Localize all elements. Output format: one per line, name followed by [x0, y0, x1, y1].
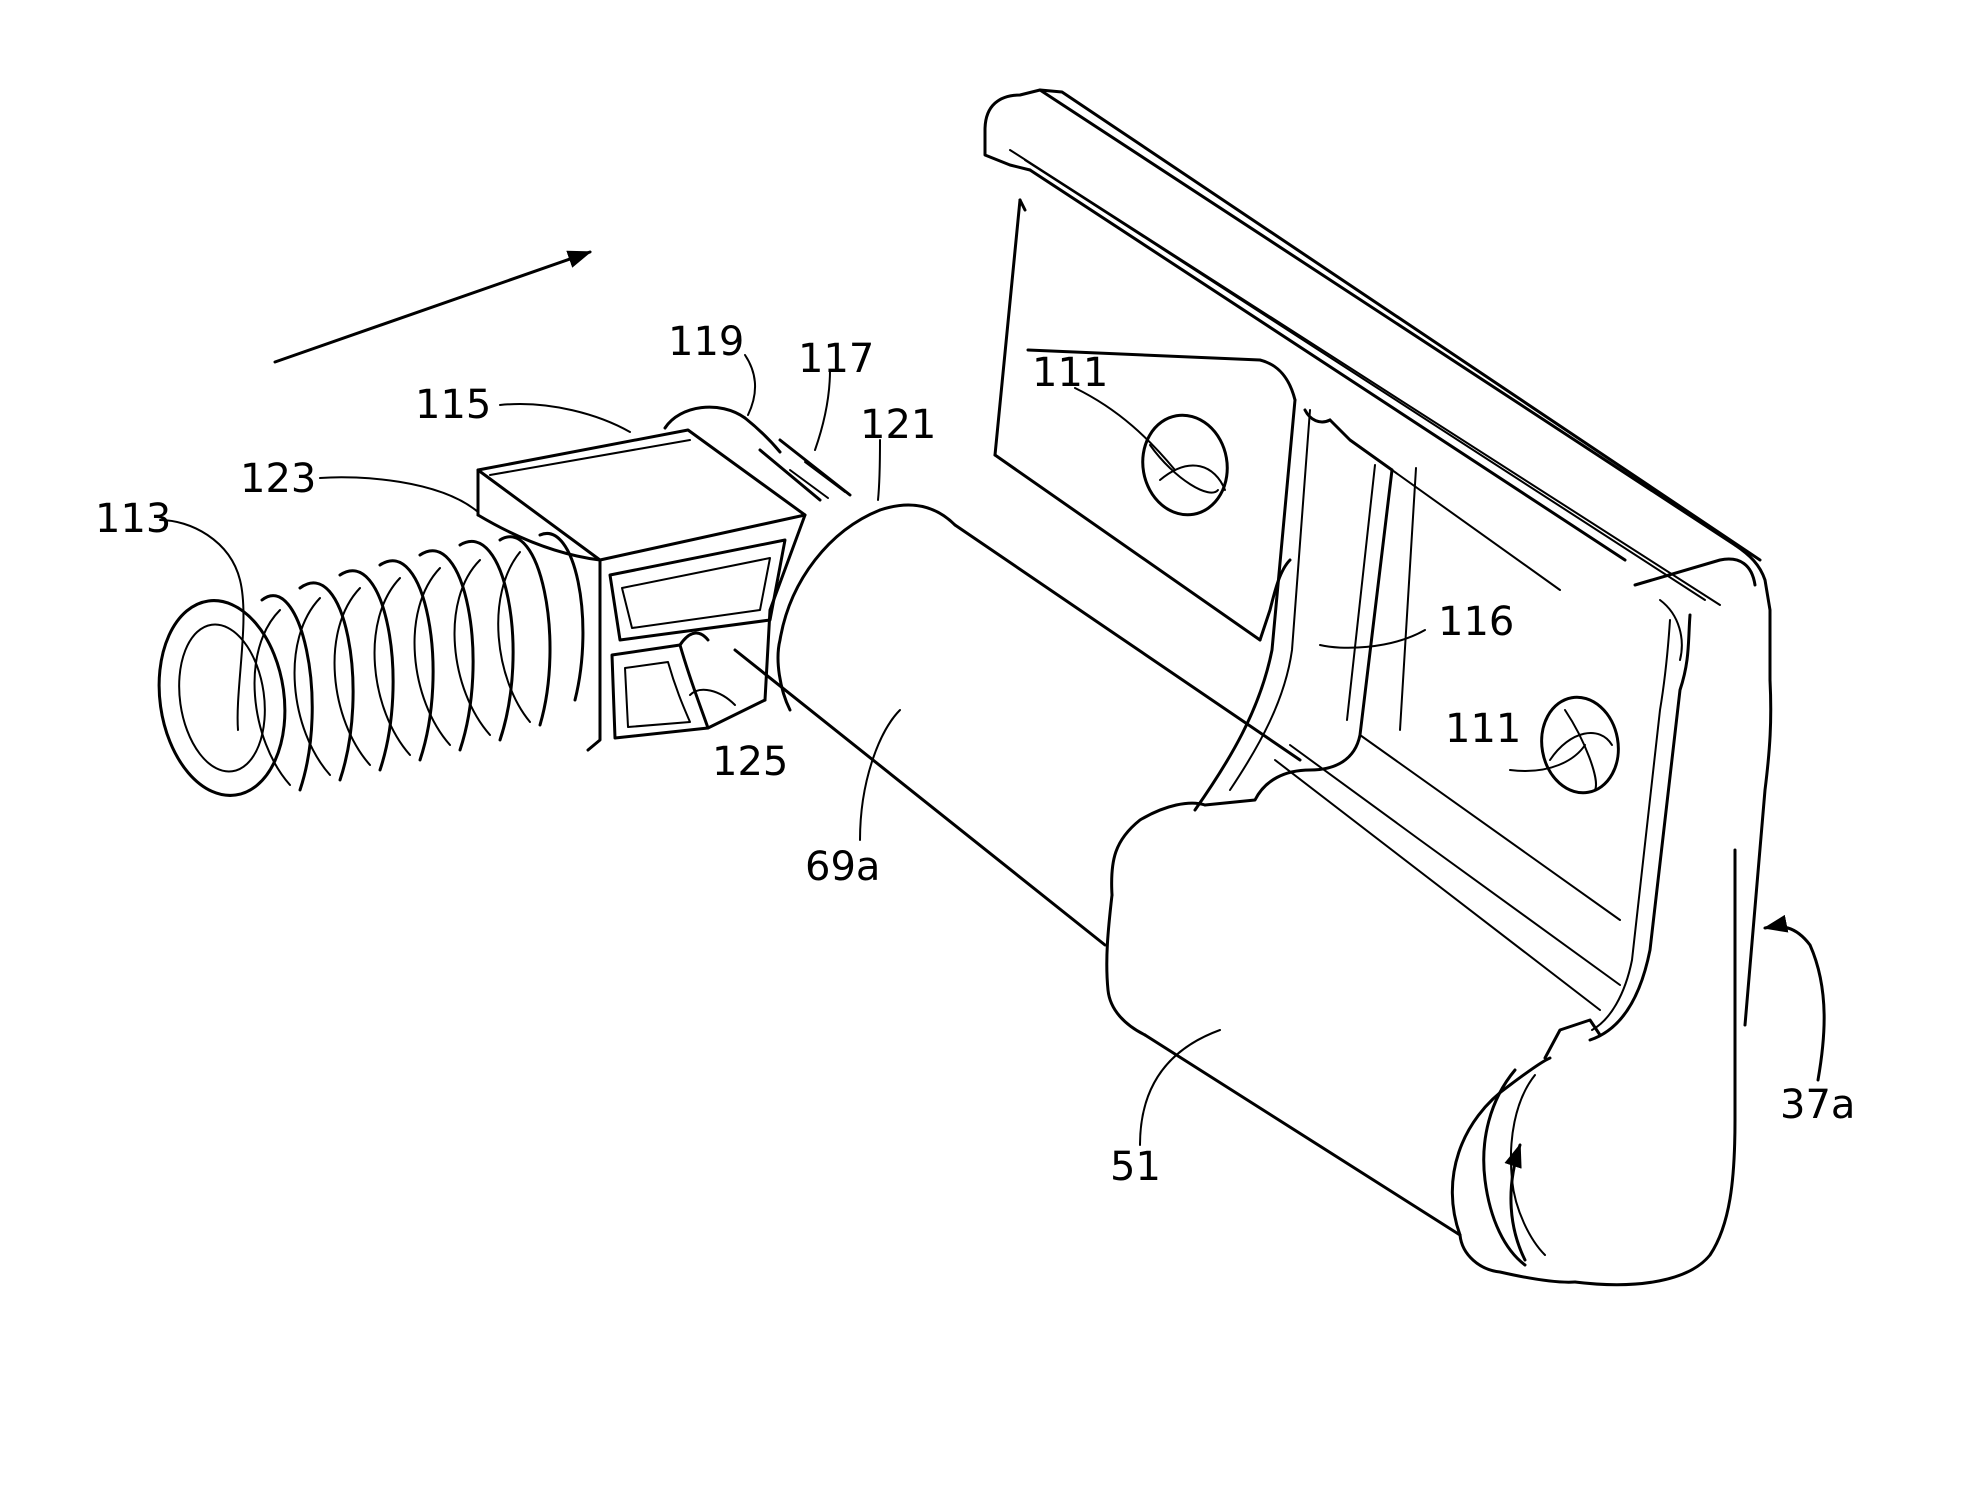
label-119: 119	[668, 319, 744, 365]
label-111-upper: 111	[1032, 350, 1108, 396]
label-69a: 69a	[805, 844, 880, 890]
rotation-arrow-37a	[1765, 927, 1824, 1080]
label-115: 115	[415, 382, 491, 428]
lever-plate-37a	[985, 90, 1771, 1040]
pin-117	[665, 407, 850, 500]
rotation-arrow-inner	[1511, 1145, 1525, 1260]
insertion-direction-arrow	[275, 252, 590, 362]
leader-lines	[160, 355, 1585, 1145]
hole-111-upper	[1135, 408, 1235, 521]
label-117: 117	[798, 336, 874, 382]
label-125: 125	[712, 739, 788, 785]
label-123: 123	[240, 456, 316, 502]
label-121: 121	[860, 402, 936, 448]
coil-spring-113	[147, 533, 583, 803]
slider-block-115	[478, 430, 805, 750]
label-37a: 37a	[1780, 1082, 1855, 1128]
label-116: 116	[1438, 599, 1514, 645]
hole-111-lower	[1534, 691, 1626, 799]
label-51: 51	[1110, 1144, 1161, 1190]
label-113: 113	[95, 496, 171, 542]
label-111-lower: 111	[1445, 706, 1521, 752]
